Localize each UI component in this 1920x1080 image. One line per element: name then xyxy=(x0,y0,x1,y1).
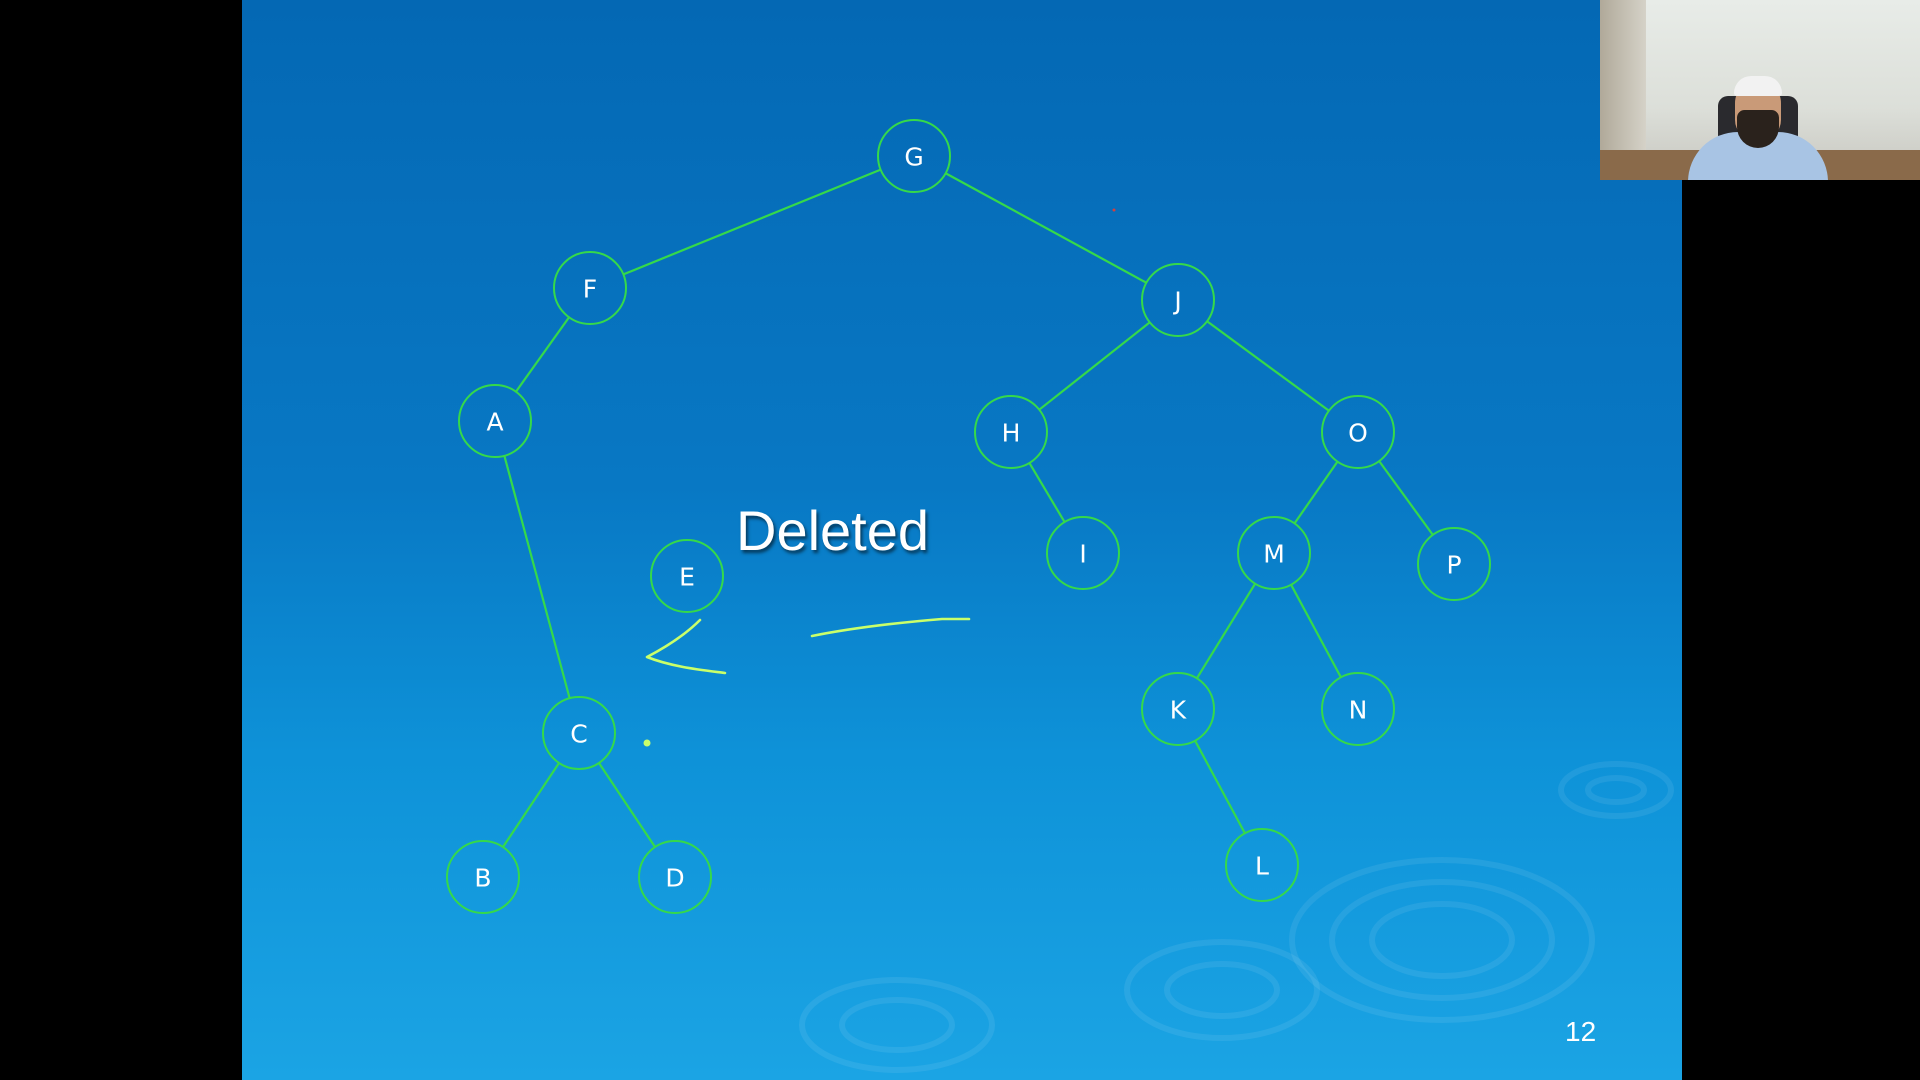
tree-edge-j-h xyxy=(1038,321,1151,411)
tree-node-circle xyxy=(877,119,951,193)
pointer-dot xyxy=(643,739,651,747)
tree-node-circle xyxy=(1046,516,1120,590)
tree-node-label: K xyxy=(1170,696,1187,725)
tree-edge-o-p xyxy=(1378,460,1434,536)
tree-node-c: C xyxy=(542,696,616,770)
tree-node-circle xyxy=(553,251,627,325)
tree-node-circle xyxy=(650,539,724,613)
tree-edge-h-i xyxy=(1028,462,1066,523)
tree-node-m: M xyxy=(1237,516,1311,590)
arrow-head xyxy=(645,618,727,675)
tree-node-label: H xyxy=(1002,419,1021,448)
tree-node-circle xyxy=(1321,672,1395,746)
tree-node-d: D xyxy=(638,840,712,914)
tree-node-label: O xyxy=(1348,419,1368,448)
tree-node-label: N xyxy=(1349,696,1368,725)
tree-node-label: C xyxy=(570,720,587,749)
tree-edge-j-o xyxy=(1206,320,1330,412)
tree-node-circle xyxy=(446,840,520,914)
slide-page-number: 12 xyxy=(1565,1016,1597,1047)
tree-node-label: F xyxy=(583,275,597,304)
deleted-label: Deleted xyxy=(736,499,930,562)
tree-node-p: P xyxy=(1417,527,1491,601)
tree-edge-o-m xyxy=(1293,460,1339,525)
presenter-webcam-feed xyxy=(1600,0,1920,180)
tree-edge-m-k xyxy=(1195,583,1257,679)
tree-node-g: G xyxy=(877,119,951,193)
binary-tree-diagram: G F J A H O I M P E K N C B D L xyxy=(446,119,1674,1073)
tree-node-a: A xyxy=(458,384,532,458)
tree-node-n: N xyxy=(1321,672,1395,746)
tree-node-label: D xyxy=(665,864,684,893)
tree-edge-c-b xyxy=(502,762,560,848)
tree-nodes: G F J A H O I M P E K N C B D L xyxy=(446,119,1491,914)
webcam-presenter-cap xyxy=(1734,76,1782,96)
tree-edge-f-a xyxy=(515,316,570,393)
webcam-window-background xyxy=(1600,0,1646,160)
tree-node-circle xyxy=(974,395,1048,469)
tree-node-f: F xyxy=(553,251,627,325)
tree-edge-g-j xyxy=(945,172,1147,284)
tree-node-circle xyxy=(1321,395,1395,469)
tree-node-i: I xyxy=(1046,516,1120,590)
webcam-presenter-beard xyxy=(1737,110,1779,148)
tree-node-label: L xyxy=(1255,852,1269,881)
tree-node-k: K xyxy=(1141,672,1215,746)
tree-node-circle xyxy=(458,384,532,458)
tree-node-j: J xyxy=(1141,263,1215,337)
tree-node-label: E xyxy=(679,563,695,592)
tree-node-l: L xyxy=(1225,828,1299,902)
tree-node-label: M xyxy=(1263,540,1285,569)
tree-node-label: A xyxy=(486,408,503,437)
tree-node-b: B xyxy=(446,840,520,914)
tree-node-circle xyxy=(1237,516,1311,590)
tree-node-circle xyxy=(542,696,616,770)
background-ripples xyxy=(799,761,1674,1073)
tree-node-label: B xyxy=(474,864,491,893)
tree-edge-c-d xyxy=(598,762,656,848)
tree-edge-g-f xyxy=(622,168,882,276)
tree-node-label: J xyxy=(1172,287,1181,316)
tree-edge-m-n xyxy=(1290,584,1342,678)
tree-edge-k-l xyxy=(1194,740,1246,834)
tree-edge-a-c xyxy=(503,455,571,699)
tree-node-e: E xyxy=(650,539,724,613)
hand-drawn-arrow-annotation xyxy=(643,208,1116,747)
arrow-shaft xyxy=(810,617,971,638)
tree-node-label: G xyxy=(904,143,923,172)
tree-node-o: O xyxy=(1321,395,1395,469)
tree-node-circle xyxy=(1417,527,1491,601)
tree-node-h: H xyxy=(974,395,1048,469)
tree-node-circle xyxy=(1225,828,1299,902)
tree-node-label: P xyxy=(1446,551,1461,580)
tree-node-circle xyxy=(638,840,712,914)
tree-node-circle xyxy=(1141,672,1215,746)
tree-node-label: I xyxy=(1079,540,1086,569)
stray-mark xyxy=(1112,208,1116,212)
tree-edges xyxy=(502,168,1434,848)
tree-node-circle xyxy=(1141,263,1215,337)
presentation-slide: G F J A H O I M P E K N C B D L Deleted 12 xyxy=(242,0,1682,1080)
